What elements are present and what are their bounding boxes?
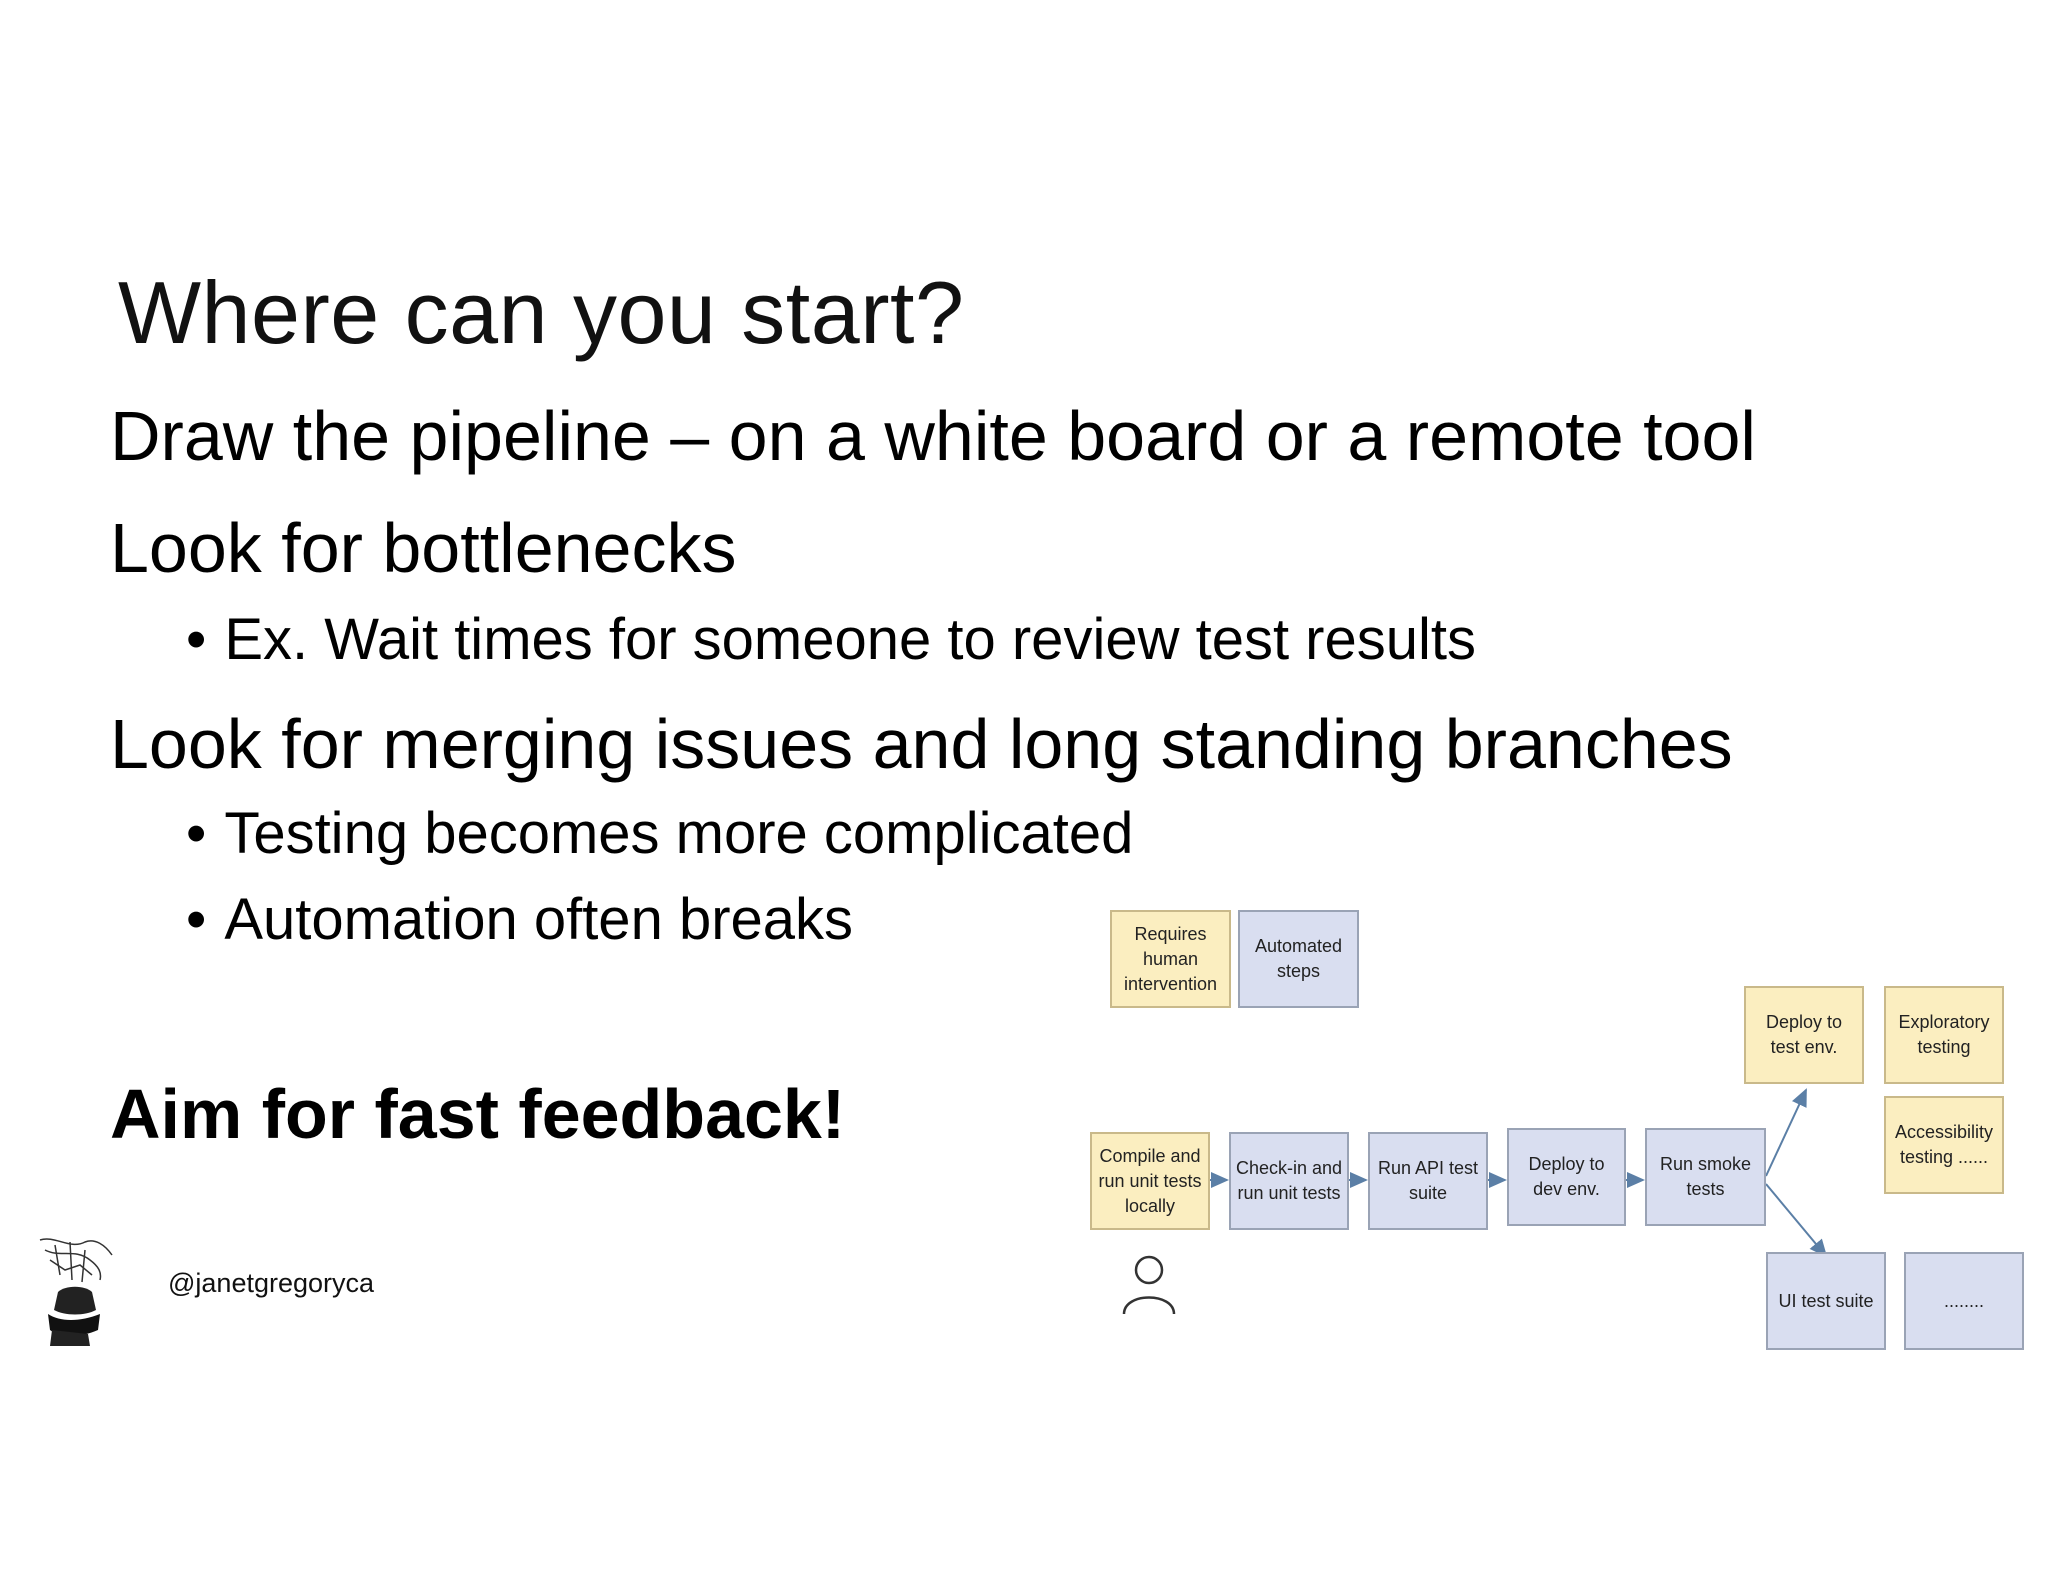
slide-title: Where can you start? (118, 263, 965, 362)
sub-bullet-text: Automation often breaks (224, 887, 854, 952)
person-icon (1122, 1255, 1176, 1315)
bullet-bottlenecks: Look for bottlenecks (110, 509, 737, 587)
bullet-dot: • (186, 887, 207, 952)
step-accessibility: Accessibility testing ...... (1884, 1096, 2004, 1194)
bullet-merging-issues: Look for merging issues and long standin… (110, 705, 1733, 783)
bullet-dot: • (186, 607, 207, 672)
step-exploratory: Exploratory testing (1884, 986, 2004, 1084)
legend-automated-box: Automated steps (1238, 910, 1359, 1008)
diagram-arrows (1122, 1027, 1941, 1315)
step-checkin: Check-in and run unit tests (1229, 1132, 1349, 1230)
emphasis-statement: Aim for fast feedback! (110, 1075, 846, 1153)
sub-bullet-text: Ex. Wait times for someone to review tes… (224, 607, 1477, 672)
sub-bullet-automation-breaks: • Automation often breaks (186, 886, 853, 953)
sub-bullet-text: Testing becomes more complicated (224, 801, 1134, 866)
twitter-handle: @janetgregoryca (168, 1268, 375, 1298)
bullet-draw-pipeline: Draw the pipeline – on a white board or … (110, 397, 1756, 475)
step-compile-local: Compile and run unit tests locally (1090, 1132, 1210, 1230)
step-ui-tests: UI test suite (1766, 1252, 1886, 1350)
step-more: ........ (1904, 1252, 2024, 1350)
pipeline-diagram: Requires human intervention Automated st… (1080, 900, 2040, 1360)
sub-bullet-testing-complicated: • Testing becomes more complicated (186, 800, 1133, 867)
sub-bullet-wait-times: • Ex. Wait times for someone to review te… (186, 606, 1476, 673)
step-deploy-dev: Deploy to dev env. (1507, 1128, 1626, 1226)
bullet-dot: • (186, 801, 207, 866)
legend-human-box: Requires human intervention (1110, 910, 1231, 1008)
author-logo (39, 1238, 113, 1346)
step-smoke-tests: Run smoke tests (1645, 1128, 1766, 1226)
step-deploy-test: Deploy to test env. (1744, 986, 1864, 1084)
step-api-tests: Run API test suite (1368, 1132, 1488, 1230)
